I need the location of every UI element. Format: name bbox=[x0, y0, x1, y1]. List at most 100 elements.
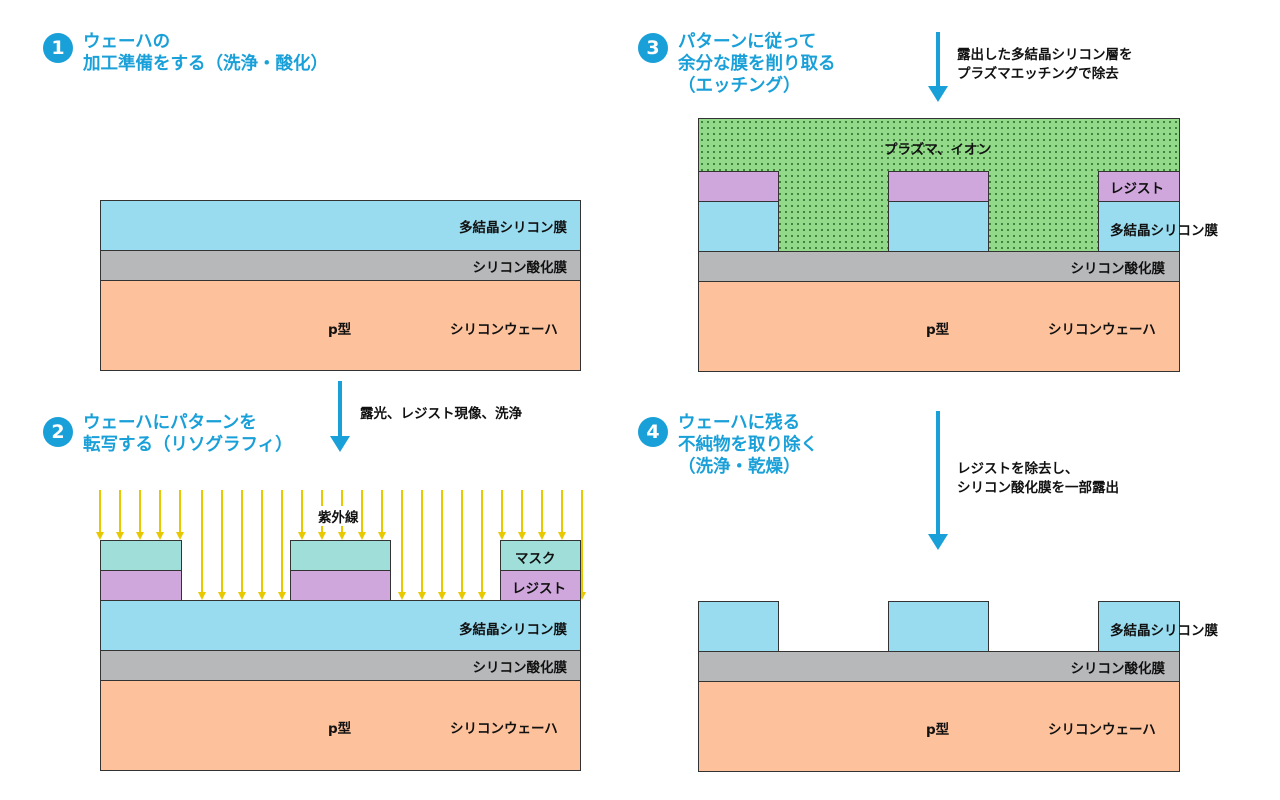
mask-block bbox=[500, 540, 581, 571]
uv-arrow-icon bbox=[438, 592, 446, 600]
uv-arrow-icon bbox=[478, 592, 486, 600]
uv-ray bbox=[201, 490, 203, 592]
uv-arrow-icon bbox=[358, 532, 366, 540]
step-1-badge: 1 bbox=[43, 33, 73, 63]
resist-label: レジスト bbox=[1110, 181, 1164, 197]
uv-ray bbox=[481, 490, 483, 592]
uv-arrow-icon bbox=[198, 592, 206, 600]
resist-block bbox=[290, 570, 391, 601]
step-3-title: パターンに従って 余分な膜を削り取る （エッチング） bbox=[678, 32, 836, 96]
resist-block bbox=[698, 171, 779, 202]
wafer-label: シリコンウェーハ bbox=[450, 721, 558, 737]
uv-ray bbox=[179, 490, 181, 532]
uv-arrow-icon bbox=[518, 532, 526, 540]
uv-ray bbox=[99, 490, 101, 532]
p-type-label: p型 bbox=[926, 722, 950, 738]
uv-ray bbox=[521, 490, 523, 532]
arrow-shaft bbox=[338, 381, 342, 437]
wafer-layer bbox=[698, 681, 1180, 772]
uv-ray bbox=[581, 490, 583, 592]
step-2-title: ウェーハにパターンを 転写する（リソグラフィ） bbox=[83, 413, 293, 455]
uv-arrow-icon bbox=[458, 592, 466, 600]
uv-arrow-icon bbox=[278, 592, 286, 600]
uv-ray bbox=[461, 490, 463, 592]
p-type-label: p型 bbox=[328, 322, 352, 338]
polysilicon-label: 多結晶シリコン膜 bbox=[459, 220, 567, 236]
oxide-label: シリコン酸化膜 bbox=[472, 660, 568, 676]
cleaning-note: レジストを除去し、 シリコン酸化膜を一部露出 bbox=[957, 461, 1119, 496]
uv-arrow-icon bbox=[176, 532, 184, 540]
polysilicon-label: 多結晶シリコン膜 bbox=[459, 622, 567, 638]
uv-arrow-icon bbox=[318, 532, 326, 540]
uv-ray bbox=[421, 490, 423, 592]
uv-ray bbox=[241, 490, 243, 592]
uv-ray bbox=[381, 490, 383, 532]
polysilicon-label: 多結晶シリコン膜 bbox=[1110, 623, 1218, 639]
uv-arrow-icon bbox=[538, 532, 546, 540]
uv-ray bbox=[401, 490, 403, 592]
wafer-label: シリコンウェーハ bbox=[1048, 722, 1156, 738]
uv-ray bbox=[441, 490, 443, 592]
uv-ray bbox=[361, 490, 363, 532]
uv-arrow-icon bbox=[378, 532, 386, 540]
polysilicon-block bbox=[698, 601, 779, 652]
uv-ray bbox=[501, 490, 503, 532]
arrow-down-icon bbox=[928, 534, 948, 550]
uv-arrow-icon bbox=[258, 592, 266, 600]
uv-ray bbox=[221, 490, 223, 592]
uv-arrow-icon bbox=[418, 592, 426, 600]
step-4-badge: 4 bbox=[638, 417, 668, 447]
oxide-label: シリコン酸化膜 bbox=[1070, 261, 1166, 277]
uv-arrow-icon bbox=[498, 532, 506, 540]
uv-arrow-icon bbox=[578, 592, 586, 600]
plasma-label: プラズマ、イオン bbox=[884, 142, 992, 158]
mask-block bbox=[100, 540, 182, 571]
arrow-shaft bbox=[936, 411, 940, 536]
polysilicon-block bbox=[888, 201, 989, 252]
uv-ray bbox=[139, 490, 141, 532]
resist-block bbox=[888, 171, 989, 202]
polysilicon-block bbox=[888, 601, 989, 652]
uv-ray bbox=[119, 490, 121, 532]
step-2-badge: 2 bbox=[43, 417, 73, 447]
wafer-label: シリコンウェーハ bbox=[1048, 322, 1156, 338]
oxide-label: シリコン酸化膜 bbox=[472, 260, 568, 276]
polysilicon-block bbox=[698, 201, 779, 252]
uv-arrow-icon bbox=[238, 592, 246, 600]
uv-arrow-icon bbox=[96, 532, 104, 540]
mask-block bbox=[290, 540, 391, 571]
resist-block bbox=[1098, 171, 1180, 202]
polysilicon-layer bbox=[100, 600, 581, 651]
uv-arrow-icon bbox=[558, 532, 566, 540]
uv-arrow-icon bbox=[338, 532, 346, 540]
polysilicon-label: 多結晶シリコン膜 bbox=[1110, 223, 1218, 239]
arrow-down-icon bbox=[330, 436, 350, 452]
step-1-title: ウェーハの 加工準備をする（洗浄・酸化） bbox=[83, 32, 328, 74]
wafer-layer bbox=[100, 680, 581, 771]
polysilicon-layer bbox=[100, 200, 581, 251]
uv-arrow-icon bbox=[156, 532, 164, 540]
oxide-label: シリコン酸化膜 bbox=[1070, 661, 1166, 677]
uv-ray bbox=[301, 490, 303, 532]
arrow-down-icon bbox=[928, 86, 948, 102]
arrow-shaft bbox=[936, 32, 940, 88]
wafer-label: シリコンウェーハ bbox=[450, 322, 558, 338]
p-type-label: p型 bbox=[328, 721, 352, 737]
etching-note: 露出した多結晶シリコン層を プラズマエッチングで除去 bbox=[957, 47, 1133, 82]
wafer-layer bbox=[698, 281, 1180, 372]
wafer-layer bbox=[100, 280, 581, 371]
uv-ray bbox=[159, 490, 161, 532]
uv-arrow-icon bbox=[136, 532, 144, 540]
uv-ray bbox=[541, 490, 543, 532]
uv-ray bbox=[561, 490, 563, 532]
polysilicon-block bbox=[1098, 201, 1180, 252]
uv-arrow-icon bbox=[116, 532, 124, 540]
step-4-title: ウェーハに残る 不純物を取り除く （洗浄・乾燥） bbox=[678, 413, 818, 477]
resist-label: レジスト bbox=[512, 581, 566, 597]
uv-label: 紫外線 bbox=[316, 506, 361, 526]
uv-ray bbox=[261, 490, 263, 592]
uv-arrow-icon bbox=[298, 532, 306, 540]
uv-arrow-icon bbox=[398, 592, 406, 600]
exposure-note: 露光、レジスト現像、洗浄 bbox=[360, 406, 522, 422]
uv-arrow-icon bbox=[218, 592, 226, 600]
